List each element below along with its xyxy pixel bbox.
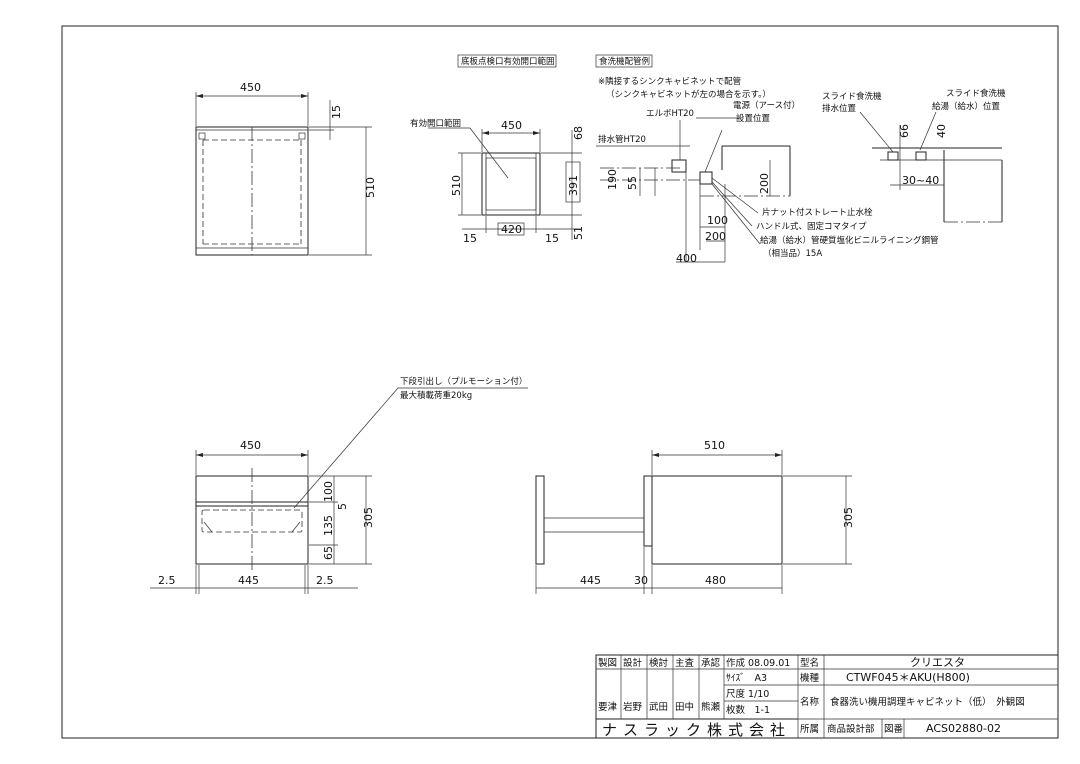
side-ext-dim: 445: [580, 574, 601, 587]
top-view: [195, 92, 372, 256]
top-height-dim: 510: [364, 177, 377, 198]
front-right-dim: 2.5: [316, 574, 334, 587]
inspection-section-label: 底板点検口有効開口範囲: [461, 56, 555, 67]
drawer-note-1: 下段引出し（プルモーション付）: [400, 376, 527, 387]
piping-dim-100: 100: [707, 214, 728, 227]
front-h135-dim: 135: [322, 515, 335, 536]
slide-hot-label-2: 給湯（給水）位置: [932, 101, 1001, 112]
slide-hot-label-1: スライド食洗機: [946, 88, 1006, 99]
valve-label: 片ナット付ストレート止水栓: [762, 207, 873, 218]
title-size: ｻｲｽﾞ A3: [726, 673, 767, 684]
title-name-1: 岩野: [623, 701, 643, 713]
piping-dim-40: 40: [935, 124, 948, 138]
side-depth-dim: 510: [704, 439, 725, 452]
title-name-0: 要津: [598, 702, 618, 713]
opening-left-dim: 15: [463, 232, 477, 245]
drain-pipe-label: 排水管HT20: [598, 134, 646, 145]
top-width-dim: 450: [240, 81, 261, 94]
front-view: [150, 450, 372, 594]
opening-height-dim: 510: [450, 175, 463, 196]
sheet-border: [61, 25, 1059, 739]
title-header-2: 検討: [649, 657, 669, 669]
piping-dim-55: 55: [626, 176, 639, 190]
title-drawing-label: 図番: [884, 723, 904, 735]
opening-right-dim: 15: [545, 232, 559, 245]
title-scale: 尺度 1/10: [726, 688, 769, 700]
side-view: [535, 450, 852, 594]
title-name-3: 田中: [675, 701, 694, 713]
piping-dim-200: 200: [705, 230, 726, 243]
piping-dim-200v: 200: [758, 173, 771, 194]
title-dept-label: 所属: [800, 724, 819, 735]
title-type: CTWF045＊AKU(H800): [846, 671, 970, 684]
hot-pipe-label-2: （相当品）15A: [763, 248, 822, 259]
top-gap-dim: 15: [330, 105, 343, 119]
slide-drain-label-1: スライド食洗機: [822, 91, 882, 102]
piping-dim-190: 190: [606, 169, 619, 190]
title-company: ナスラック株式会社: [602, 721, 791, 739]
piping-view: [595, 54, 1003, 263]
opening-inner-width-dim: 420: [501, 223, 522, 236]
piping-dim-66: 66: [898, 124, 911, 138]
title-name-2: 武田: [649, 701, 668, 713]
handle-label: ハンドル式、固定コマタイプ: [756, 221, 867, 232]
piping-note-2: （シンクキャビネットが左の場合を示す。）: [606, 89, 771, 100]
title-header-0: 製図: [598, 657, 617, 669]
side-body-dim: 480: [705, 574, 726, 587]
title-name: 食器洗い機用調理キャビネット（低） 外観図: [830, 696, 1025, 708]
title-dept: 商品設計部: [827, 723, 875, 735]
side-height-dim: 305: [842, 507, 855, 528]
opening-width-dim: 450: [501, 119, 522, 132]
slide-drain-label-2: 排水位置: [822, 103, 857, 114]
front-left-dim: 2.5: [158, 574, 176, 587]
piping-dim-30-40: 30~40: [902, 174, 939, 187]
side-gap-dim: 30: [634, 574, 648, 587]
title-header-4: 承認: [701, 657, 721, 669]
power-label-1: 電源（アース付）: [733, 100, 800, 111]
opening-view: [428, 54, 582, 240]
title-model: クリエスタ: [910, 656, 965, 669]
elbow-label: エルボHT20: [646, 109, 694, 119]
power-label-2: 設置位置: [736, 113, 771, 124]
front-h65-dim: 65: [322, 546, 335, 560]
opening-label: 有効開口範囲: [410, 118, 461, 129]
title-sheets: 枚数 1-1: [726, 704, 770, 716]
piping-dim-400: 400: [676, 252, 697, 265]
drawer-note-leader: [293, 387, 528, 509]
title-created: 作成 08.09.01: [726, 657, 790, 669]
title-header-3: 主査: [675, 657, 695, 669]
piping-section-label: 食洗機配管例: [599, 56, 650, 67]
title-type-label: 機種: [800, 672, 820, 684]
hot-pipe-label-1: 給湯（給水）管硬質塩化ビニルライニング鋼管: [760, 235, 939, 246]
piping-note-1: ※隣接するシンクキャビネットで配管: [598, 76, 741, 87]
title-name-label: 名称: [800, 696, 820, 708]
title-model-label: 型名: [800, 657, 819, 669]
title-header-1: 設計: [623, 657, 643, 669]
title-name-4: 熊瀬: [701, 701, 721, 713]
opening-inner-dim: 391: [567, 175, 580, 196]
front-inner-dim: 445: [238, 574, 259, 587]
title-drawing: ACS02880-02: [926, 722, 1001, 735]
front-width-dim: 450: [240, 439, 261, 452]
title-block: [595, 654, 1059, 739]
opening-bottom-dim: 51: [572, 226, 585, 240]
front-h5-dim: 5: [336, 503, 349, 510]
opening-top-dim: 68: [572, 126, 585, 140]
front-height-dim: 305: [362, 507, 375, 528]
front-h100-dim: 100: [322, 481, 335, 502]
drawer-note-2: 最大積載荷重20kg: [400, 390, 472, 401]
